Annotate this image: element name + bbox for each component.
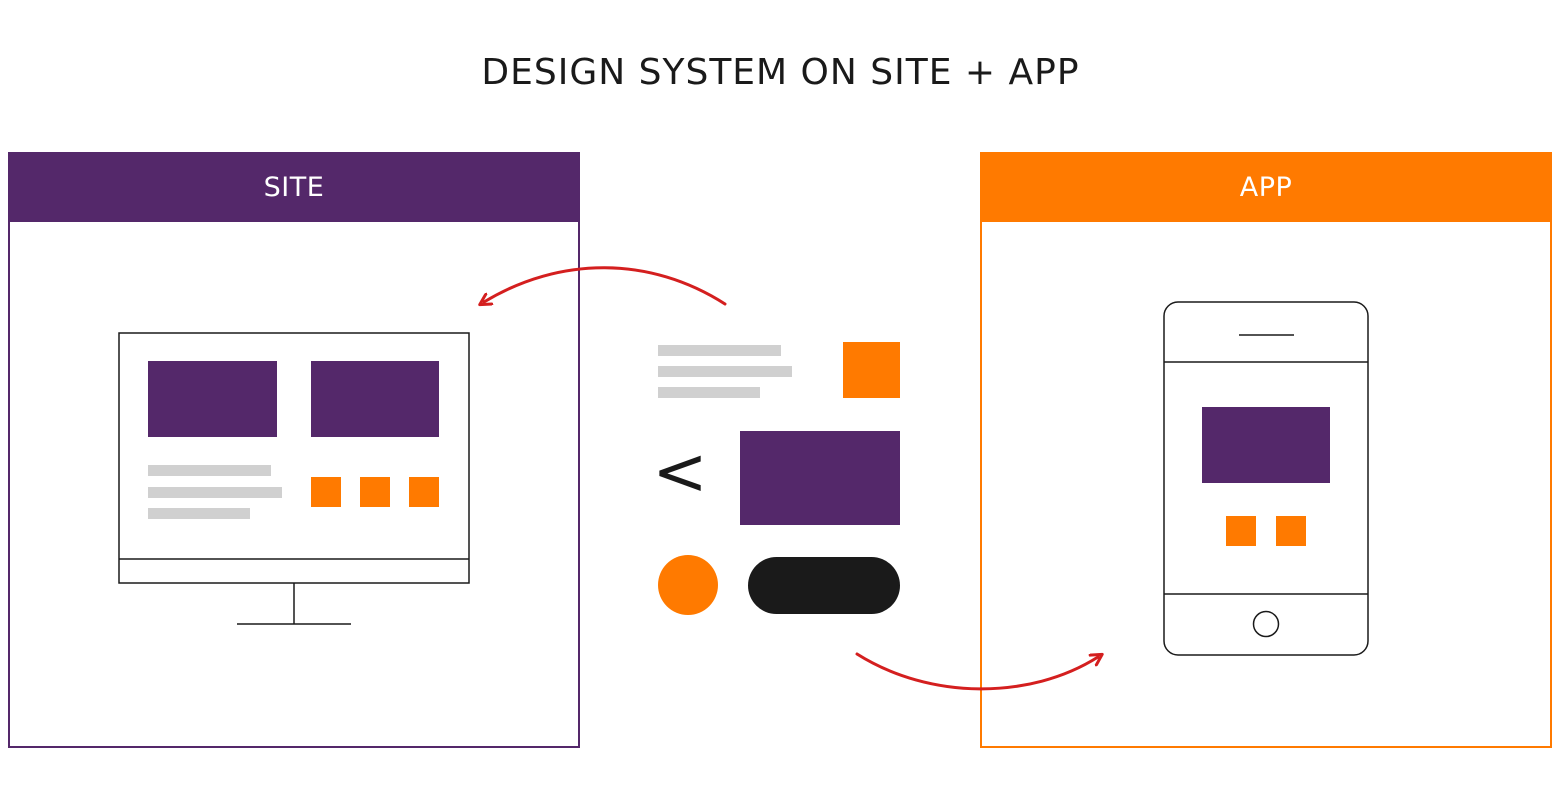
component-library: < [652, 342, 900, 615]
site-text-line [148, 465, 271, 476]
site-orange-square [311, 477, 341, 507]
app-card-block [1202, 407, 1330, 483]
site-text-line [148, 508, 250, 519]
component-text-line [658, 387, 760, 398]
component-text-line [658, 345, 781, 356]
phone-home-button [1252, 610, 1280, 638]
arrow-to-site-icon [484, 266, 727, 304]
component-orange-square [843, 342, 900, 398]
site-text-line [148, 487, 282, 498]
app-orange-square [1226, 516, 1256, 546]
component-orange-circle [658, 555, 718, 615]
desktop-monitor-icon [118, 332, 470, 625]
site-panel-header: SITE [8, 152, 580, 222]
site-orange-square [360, 477, 390, 507]
page-title: DESIGN SYSTEM ON SITE + APP [481, 52, 1080, 93]
site-card-block [148, 361, 277, 437]
component-text-line [658, 366, 792, 377]
app-panel-header: APP [980, 152, 1552, 222]
chevron-left-icon: < [652, 433, 707, 510]
component-card-block [740, 431, 900, 525]
arrow-to-app-icon [855, 652, 1098, 691]
site-orange-square [409, 477, 439, 507]
mobile-phone-icon [1163, 301, 1369, 656]
site-card-block [311, 361, 439, 437]
app-orange-square [1276, 516, 1306, 546]
component-pill-button [748, 557, 900, 614]
